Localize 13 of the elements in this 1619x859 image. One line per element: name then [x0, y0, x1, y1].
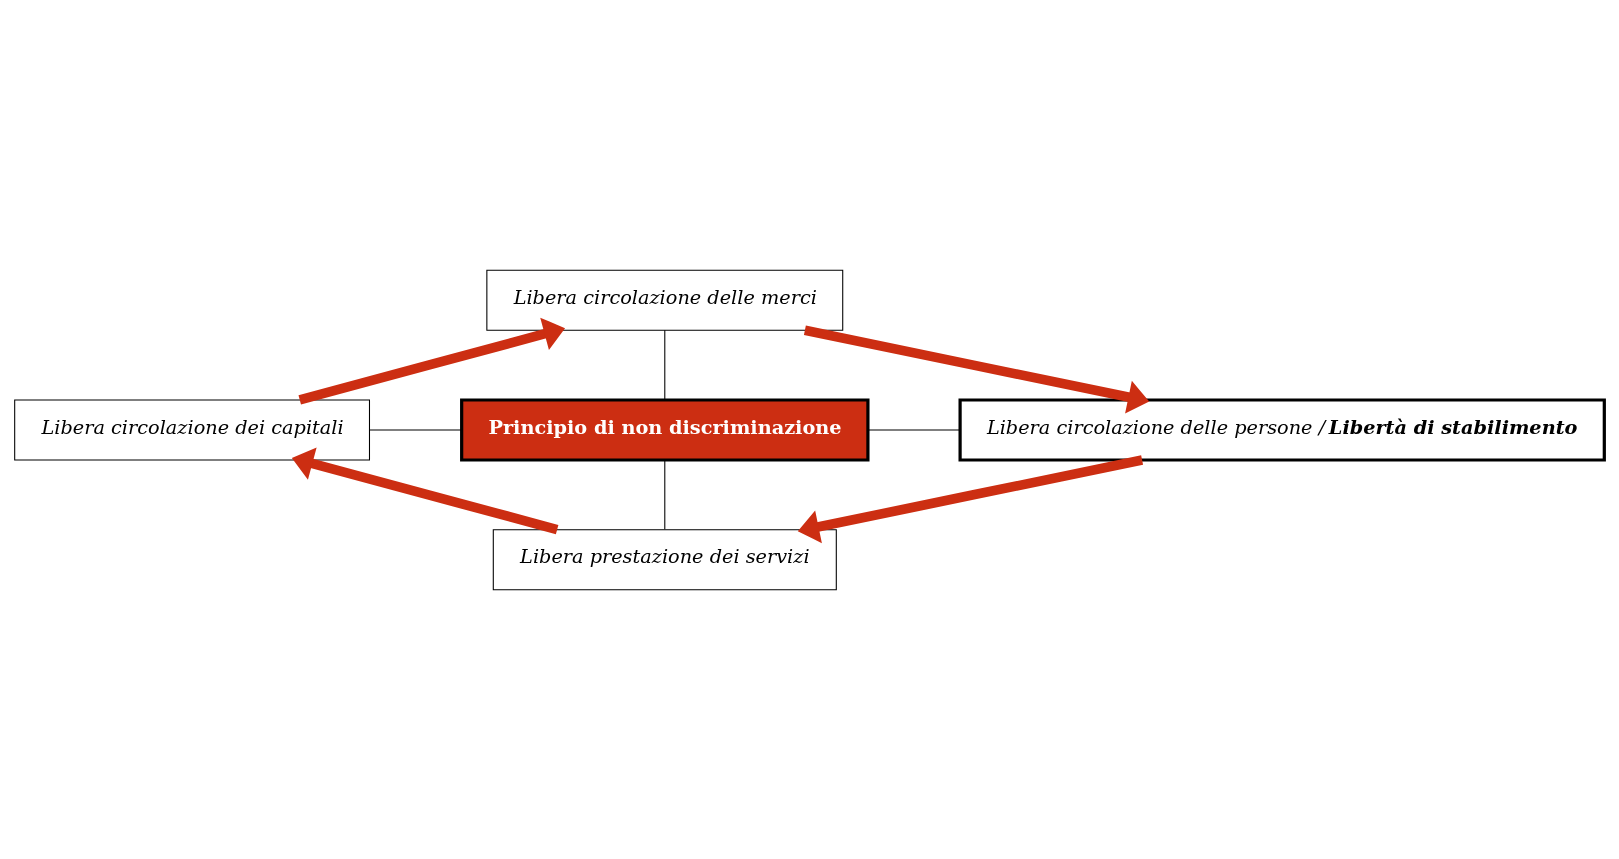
arrow: [291, 446, 559, 534]
connector: [664, 329, 666, 400]
node-box: Principio di non discriminazione: [460, 397, 870, 462]
node-box: Libera circolazione delle persone / Libertà di stabilimento: [958, 397, 1606, 462]
connector: [867, 428, 961, 431]
node-box: Libera circolazione delle merci: [486, 269, 844, 331]
arrow: [298, 317, 566, 405]
arrow: [803, 325, 1150, 414]
node-box: Libera circolazione dei capitali: [14, 398, 371, 461]
arrow: [797, 454, 1144, 543]
connector: [664, 458, 666, 530]
connector: [369, 428, 462, 431]
node-box: Libera prestazione dei servizi: [492, 528, 837, 590]
